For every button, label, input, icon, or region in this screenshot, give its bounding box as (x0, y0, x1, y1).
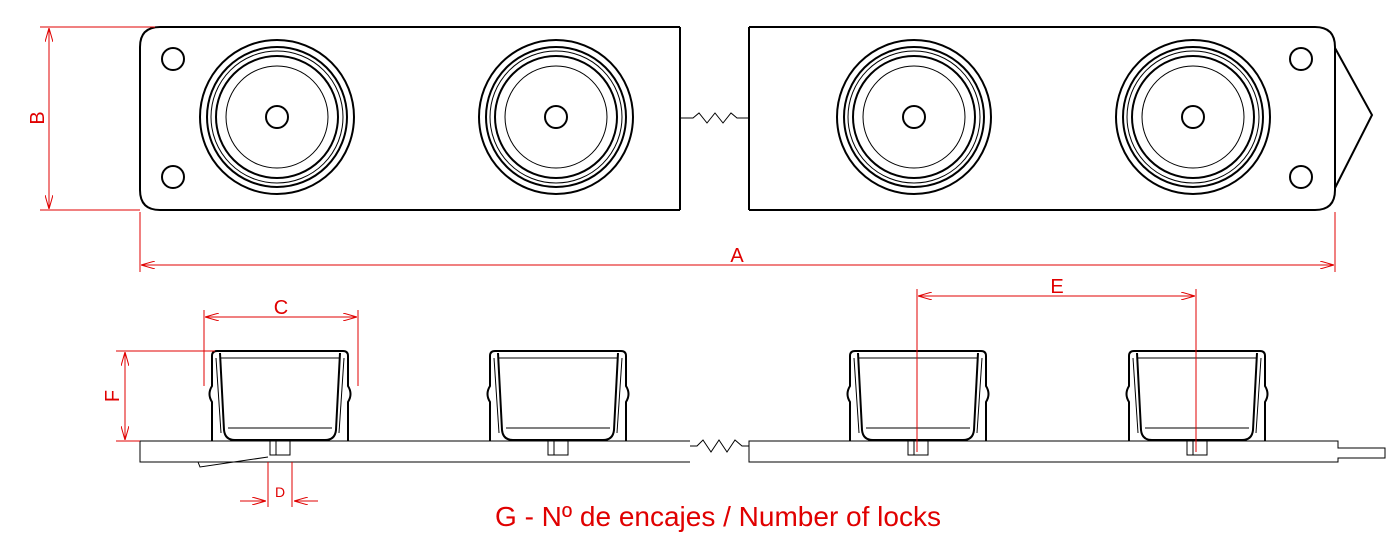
mounting-hole (1289, 47, 1313, 71)
top-view-left-plate (139, 26, 680, 211)
side-view-left-base (139, 440, 690, 463)
top-view-break-line (680, 112, 749, 124)
lock-cup-top (1115, 39, 1271, 195)
mounting-hole (161, 47, 185, 71)
dimension-e: E (916, 276, 1197, 452)
lock-cup-side (1125, 350, 1269, 456)
dimension-d-label: D (275, 484, 285, 500)
top-view (139, 26, 1374, 211)
mounting-hole (1289, 165, 1313, 189)
lock-cup-side (846, 350, 990, 456)
side-view (139, 439, 1386, 468)
side-view-break-line (690, 439, 749, 453)
dimension-c: C (203, 297, 359, 386)
top-view-pointed-tab (1334, 47, 1374, 189)
pin-slot (1186, 440, 1208, 456)
pin-slot (907, 440, 929, 456)
dimension-d: D (240, 462, 318, 507)
lock-cup-side (486, 350, 630, 456)
mounting-hole (161, 165, 185, 189)
dimension-b-label: B (27, 111, 49, 124)
pin-slot (269, 440, 291, 456)
side-view-right-base (748, 440, 1386, 463)
side-view-cups (208, 350, 1269, 456)
lock-cup-top (199, 39, 355, 195)
dimension-a: A (139, 212, 1336, 272)
pin-slot (547, 440, 569, 456)
side-view-latch-lip (197, 456, 269, 468)
dimension-f: F (102, 350, 215, 442)
dimension-c-label: C (274, 297, 288, 319)
lock-cup-top (836, 39, 992, 195)
lock-cup-side (208, 350, 352, 456)
top-view-right-plate (749, 26, 1336, 211)
caption-number-of-locks: G - Nº de encajes / Number of locks (495, 501, 941, 532)
dimension-b: B (27, 26, 155, 211)
dimension-a-label: A (730, 245, 744, 267)
dimension-e-label: E (1050, 276, 1063, 298)
dimension-f-label: F (102, 390, 124, 402)
lock-cup-top (478, 39, 634, 195)
